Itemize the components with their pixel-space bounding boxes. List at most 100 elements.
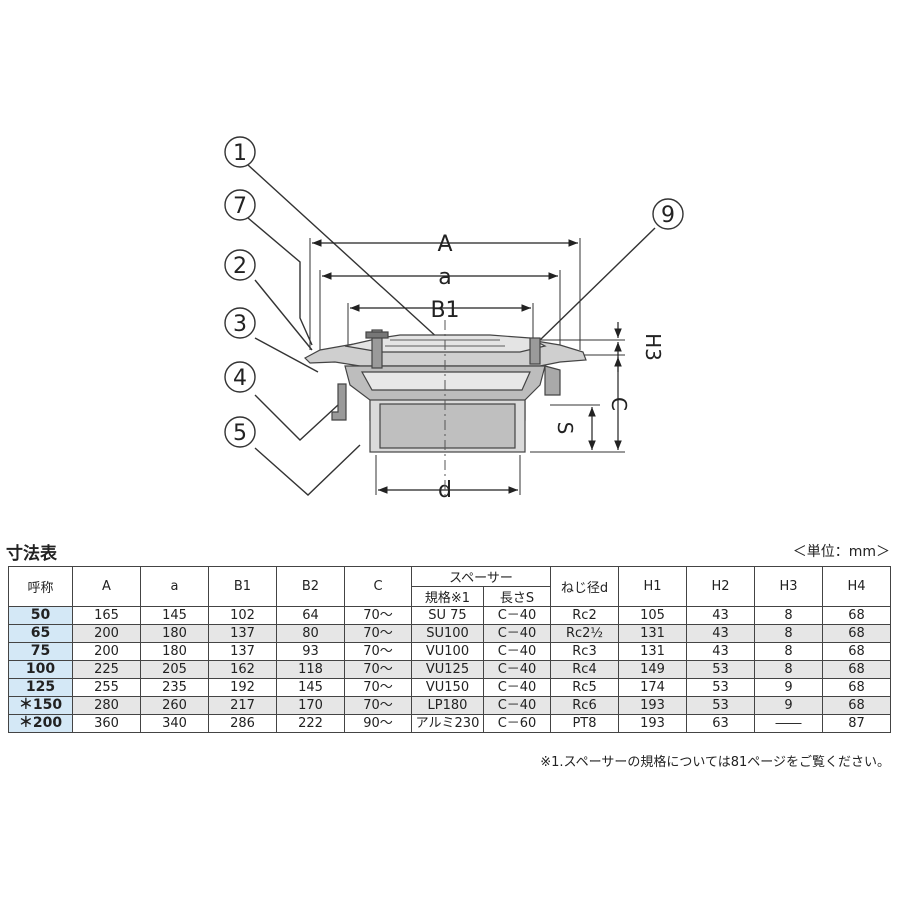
table-cell: VU125 — [411, 660, 484, 679]
table-cell: PT8 — [550, 714, 619, 733]
footnote: ※1.スペーサーの規格については81ページをご覧ください。 — [540, 755, 890, 770]
table-cell: 286 — [208, 714, 277, 733]
table-cell: C－60 — [483, 714, 551, 733]
dim-label-H3: H3 — [641, 333, 665, 361]
table-cell: 8 — [754, 624, 823, 643]
table-cell: C－40 — [483, 642, 551, 661]
table-cell: 131 — [618, 642, 687, 661]
table-cell: 118 — [276, 660, 345, 679]
dim-label-B1: B1 — [430, 298, 459, 323]
table-cell: 87 — [822, 714, 891, 733]
table-cell: 180 — [140, 642, 209, 661]
table-cell: 200 — [72, 642, 141, 661]
callout-3: 3 — [224, 307, 256, 339]
table-cell: 145 — [140, 606, 209, 625]
header-H2: H2 — [686, 566, 755, 607]
header-H1: H1 — [618, 566, 687, 607]
table-cell: 53 — [686, 660, 755, 679]
svg-text:7: 7 — [233, 194, 247, 219]
table-cell: VU150 — [411, 678, 484, 697]
table-cell: 9 — [754, 696, 823, 715]
table-cell: C－40 — [483, 606, 551, 625]
table-cell: 205 — [140, 660, 209, 679]
table-cell: 70～ — [344, 642, 412, 661]
header-H4: H4 — [822, 566, 891, 607]
table-cell: 43 — [686, 624, 755, 643]
table-cell: 53 — [686, 678, 755, 697]
table-cell: 90～ — [344, 714, 412, 733]
table-cell: 68 — [822, 678, 891, 697]
callout-9: 9 — [652, 198, 684, 230]
table-cell: 9 — [754, 678, 823, 697]
callout-5: 5 — [224, 416, 256, 448]
header-a: a — [140, 566, 209, 607]
table-cell: 174 — [618, 678, 687, 697]
table-cell: 80 — [276, 624, 345, 643]
table-cell: 105 — [618, 606, 687, 625]
row-nominal: 75 — [8, 642, 73, 661]
table-cell: 70～ — [344, 606, 412, 625]
callout-4: 4 — [224, 361, 256, 393]
header-nominal: 呼称 — [8, 566, 73, 607]
table-cell: Rc2½ — [550, 624, 619, 643]
svg-text:9: 9 — [661, 203, 675, 228]
table-cell: C－40 — [483, 660, 551, 679]
svg-text:1: 1 — [233, 141, 247, 166]
table-cell: C－40 — [483, 696, 551, 715]
table-cell: 200 — [72, 624, 141, 643]
header-spacer-spec: 規格※1 — [411, 586, 484, 607]
table-cell: 68 — [822, 696, 891, 715]
table-cell: 170 — [276, 696, 345, 715]
table-cell: 8 — [754, 660, 823, 679]
table-cell: 137 — [208, 642, 277, 661]
table-cell: 340 — [140, 714, 209, 733]
svg-text:3: 3 — [233, 312, 247, 337]
table-cell: 131 — [618, 624, 687, 643]
table-cell: 180 — [140, 624, 209, 643]
table-cell: 53 — [686, 696, 755, 715]
table-cell: 93 — [276, 642, 345, 661]
table-cell: 145 — [276, 678, 345, 697]
table-cell: 68 — [822, 660, 891, 679]
table-cell: 217 — [208, 696, 277, 715]
table-cell: 43 — [686, 606, 755, 625]
row-nominal: 50 — [8, 606, 73, 625]
cross-section-drawing: 1 7 2 3 4 5 9 — [224, 136, 684, 503]
callout-7: 7 — [224, 189, 256, 221]
table-cell: Rc4 — [550, 660, 619, 679]
table-cell: 193 — [618, 696, 687, 715]
svg-text:4: 4 — [233, 366, 247, 391]
table-cell: アルミ230 — [411, 714, 484, 733]
table-cell: 260 — [140, 696, 209, 715]
table-cell: 70～ — [344, 678, 412, 697]
table-title: 寸法表 — [6, 544, 57, 564]
callout-1: 1 — [224, 136, 256, 168]
table-cell: 360 — [72, 714, 141, 733]
table-cell: 63 — [686, 714, 755, 733]
row-nominal: ＊150 — [8, 696, 73, 715]
dim-label-a: a — [438, 265, 451, 290]
table-cell: Rc5 — [550, 678, 619, 697]
table-cell: LP180 — [411, 696, 484, 715]
dim-label-A: A — [437, 232, 452, 257]
table-cell: 149 — [618, 660, 687, 679]
header-B1: B1 — [208, 566, 277, 607]
table-cell: 193 — [618, 714, 687, 733]
row-nominal: 65 — [8, 624, 73, 643]
header-spacer-length: 長さS — [483, 586, 551, 607]
table-cell: 225 — [72, 660, 141, 679]
row-nominal: ＊200 — [8, 714, 73, 733]
unit-label: ＜単位：mm＞ — [792, 544, 890, 560]
header-thread: ねじ径d — [550, 566, 619, 607]
dim-label-C: C — [607, 397, 631, 411]
dim-label-S: S — [553, 422, 577, 435]
table-cell: 8 — [754, 642, 823, 661]
table-cell: SU 75 — [411, 606, 484, 625]
table-cell: 192 — [208, 678, 277, 697]
